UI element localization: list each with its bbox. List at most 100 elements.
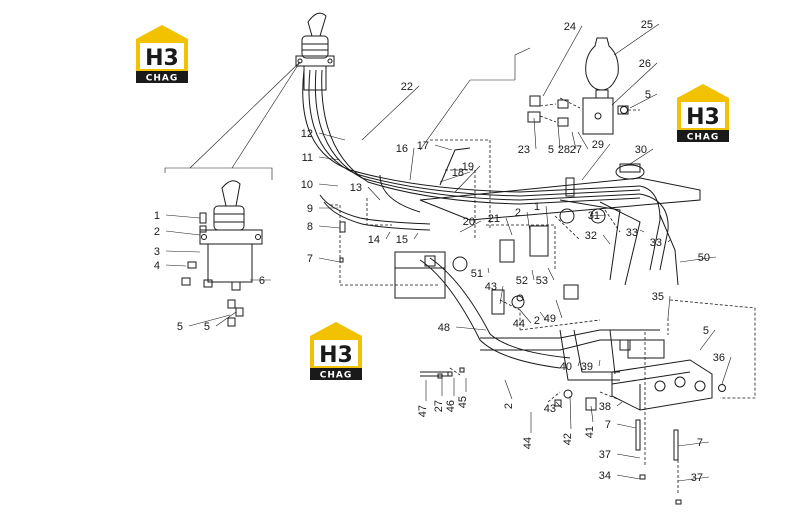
part-callout-label: 35	[652, 291, 664, 303]
part-callout-label: 43	[544, 403, 556, 415]
part-callout-label: 5	[177, 321, 183, 333]
callout-leader	[629, 148, 654, 165]
part-callout-label: 5	[548, 144, 554, 156]
callout-leader	[616, 401, 623, 407]
callout-leader	[519, 309, 532, 324]
part-callout-label: 46	[445, 400, 457, 412]
part-callout-label: 40	[560, 361, 572, 373]
callout-leader	[699, 329, 716, 351]
part-callout-label: 33	[626, 227, 638, 239]
callout-leader	[639, 229, 645, 233]
part-callout-label: 7	[605, 419, 611, 431]
callout-leader	[542, 25, 583, 97]
part-callout-label: 41	[584, 426, 596, 438]
callout-leader	[569, 395, 572, 430]
explode-lines	[164, 47, 531, 180]
accumulator-assembly	[527, 37, 629, 135]
part-callout-label: 32	[585, 230, 597, 242]
part-callout-label: 2	[534, 315, 540, 327]
callout-leader	[571, 131, 577, 150]
part-callout-label: 4	[154, 260, 160, 272]
part-callout-label: 31	[588, 210, 600, 222]
part-callout-label: 6	[259, 275, 265, 287]
part-callout-label: 43	[485, 281, 497, 293]
part-callout-label: 3	[154, 246, 160, 258]
part-callout-label: 28	[558, 144, 570, 156]
part-callout-label: 42	[562, 433, 574, 445]
logo-mark: H3	[145, 46, 179, 71]
part-callout-label: 44	[513, 318, 525, 330]
part-callout-label: 12	[301, 128, 313, 140]
callout-leader	[677, 441, 710, 447]
pilot-valve-block	[394, 208, 606, 315]
callout-leader	[555, 299, 563, 319]
brand-logo: H3 CHAG	[136, 25, 188, 84]
part-callout-label: 7	[697, 437, 703, 449]
callout-leader	[361, 85, 420, 141]
part-callout-label: 53	[536, 275, 548, 287]
callout-leader	[487, 267, 490, 274]
callout-leader	[165, 230, 201, 236]
part-callout-label: 2	[154, 226, 160, 238]
callout-leader	[557, 124, 561, 150]
part-callout-label: 44	[522, 437, 534, 449]
part-callout-label: 2	[503, 403, 515, 409]
pilot-joystick-exploded	[181, 180, 263, 327]
part-callout-label: 25	[641, 19, 653, 31]
dashed-boundaries	[330, 97, 756, 495]
callout-leader	[385, 231, 391, 240]
callout-leader	[611, 62, 658, 106]
callout-leader	[409, 147, 415, 181]
callout-leader	[215, 311, 237, 327]
part-callout-label: 13	[350, 182, 362, 194]
part-callout-label: 5	[204, 321, 210, 333]
part-callout-label: 34	[599, 470, 611, 482]
callout-leader	[318, 132, 346, 141]
part-callout-label: 7	[307, 253, 313, 265]
part-callout-label: 5	[645, 89, 651, 101]
callout-leader	[454, 165, 481, 193]
callout-leader	[613, 23, 660, 56]
main-control-valve	[611, 339, 713, 411]
part-callout-label: 33	[650, 237, 662, 249]
callout-leader	[577, 131, 589, 150]
part-callout-label: 26	[639, 58, 651, 70]
part-callout-label: 39	[581, 361, 593, 373]
fasteners	[339, 106, 726, 505]
callout-leader	[505, 217, 513, 236]
logo-caption: CHAG	[687, 133, 720, 143]
part-callout-label: 14	[368, 234, 380, 246]
callout-leader	[602, 234, 611, 245]
callout-leader	[318, 225, 341, 229]
hydraulic-hoses	[302, 69, 679, 381]
part-callout-label: 5	[703, 325, 709, 337]
part-callout-label: 18	[452, 167, 464, 179]
callout-leader	[616, 474, 641, 480]
part-callout-label: 37	[691, 472, 703, 484]
part-callout-label: 27	[433, 400, 445, 412]
part-callout-label: 11	[302, 152, 313, 164]
part-callout-label: 1	[534, 201, 540, 213]
callout-leader	[318, 257, 341, 263]
part-callout-label: 2	[515, 207, 521, 219]
part-callout-label: 45	[457, 396, 469, 408]
callout-leader	[677, 476, 710, 482]
callout-leader	[616, 453, 641, 459]
mounting-plate	[419, 163, 701, 221]
callout-leader	[545, 205, 549, 227]
callout-leader	[679, 256, 717, 263]
part-callout-label: 17	[417, 140, 429, 152]
callout-leader	[555, 401, 563, 409]
callout-leader	[165, 214, 201, 219]
callout-leader	[590, 405, 594, 423]
part-callout-label: 9	[307, 203, 313, 215]
callout-leader	[721, 356, 732, 385]
callout-leader	[499, 285, 504, 305]
logo-mark: H3	[686, 105, 720, 130]
callout-leader	[581, 143, 611, 181]
part-callout-label: 51	[471, 268, 483, 280]
callout-leader	[318, 183, 339, 187]
part-callout-label: 30	[635, 144, 647, 156]
